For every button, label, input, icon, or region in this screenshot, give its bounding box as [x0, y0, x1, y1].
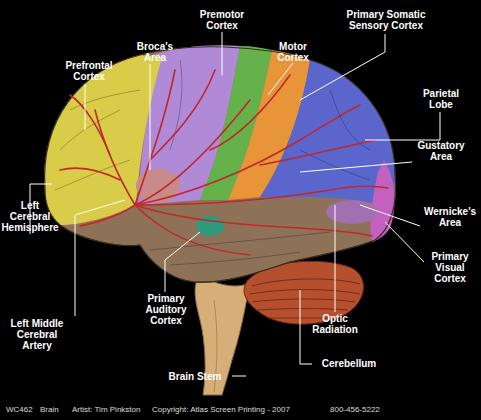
region-label: Motor Cortex — [268, 41, 318, 63]
leader-line — [300, 162, 412, 172]
leader-line — [75, 200, 125, 316]
footer-artist: Artist: Tim Pinkston — [72, 405, 152, 414]
leader-line — [335, 205, 336, 312]
region-label: Premotor Cortex — [192, 9, 252, 31]
cerebrum-outline — [45, 47, 396, 282]
leader-line — [300, 290, 301, 364]
leader-line — [365, 112, 440, 140]
leader-line — [385, 222, 424, 262]
footer-copyright: Copyright: Atlas Screen Printing - 2007 — [152, 405, 327, 414]
leader-line — [150, 64, 151, 170]
middle-cerebral-artery — [60, 70, 388, 255]
leader-line — [300, 34, 385, 100]
region-label: Left Cerebral Hemisphere — [0, 200, 60, 233]
leader-line — [300, 364, 312, 365]
gyri-lines — [55, 60, 370, 265]
region-label: Wernicke's Area — [418, 206, 481, 228]
cerebellum-folia — [250, 279, 360, 318]
footer-phone: 800-456-5222 — [330, 405, 410, 414]
region-label: Optic Radiation — [308, 313, 362, 335]
region-label: Parietal Lobe — [412, 88, 470, 110]
footer-title: Brain — [40, 405, 70, 414]
region-label: Broca's Area — [125, 41, 185, 63]
region-label: Brain Stem — [160, 371, 230, 382]
leader-line — [222, 32, 223, 75]
leader-line — [232, 376, 246, 377]
visual-region — [370, 160, 394, 242]
leader-lines — [30, 32, 440, 376]
prefrontal-region — [45, 55, 162, 225]
region-label: Primary Somatic Sensory Cortex — [340, 9, 432, 31]
leader-line — [165, 232, 200, 292]
region-label: Primary Auditory Cortex — [140, 293, 192, 326]
parietal-region — [260, 60, 395, 205]
region-label: Primary Visual Cortex — [424, 251, 476, 284]
region-label: Left Middle Cerebral Artery — [10, 318, 64, 351]
region-label: Cerebellum — [314, 358, 384, 369]
broca-region — [136, 169, 180, 203]
wernicke-region — [326, 200, 378, 224]
leader-line — [360, 205, 420, 226]
region-label: Prefrontal Cortex — [58, 60, 120, 82]
region-label: Gustatory Area — [410, 140, 472, 162]
leader-line — [85, 84, 86, 130]
leader-line — [268, 63, 293, 95]
